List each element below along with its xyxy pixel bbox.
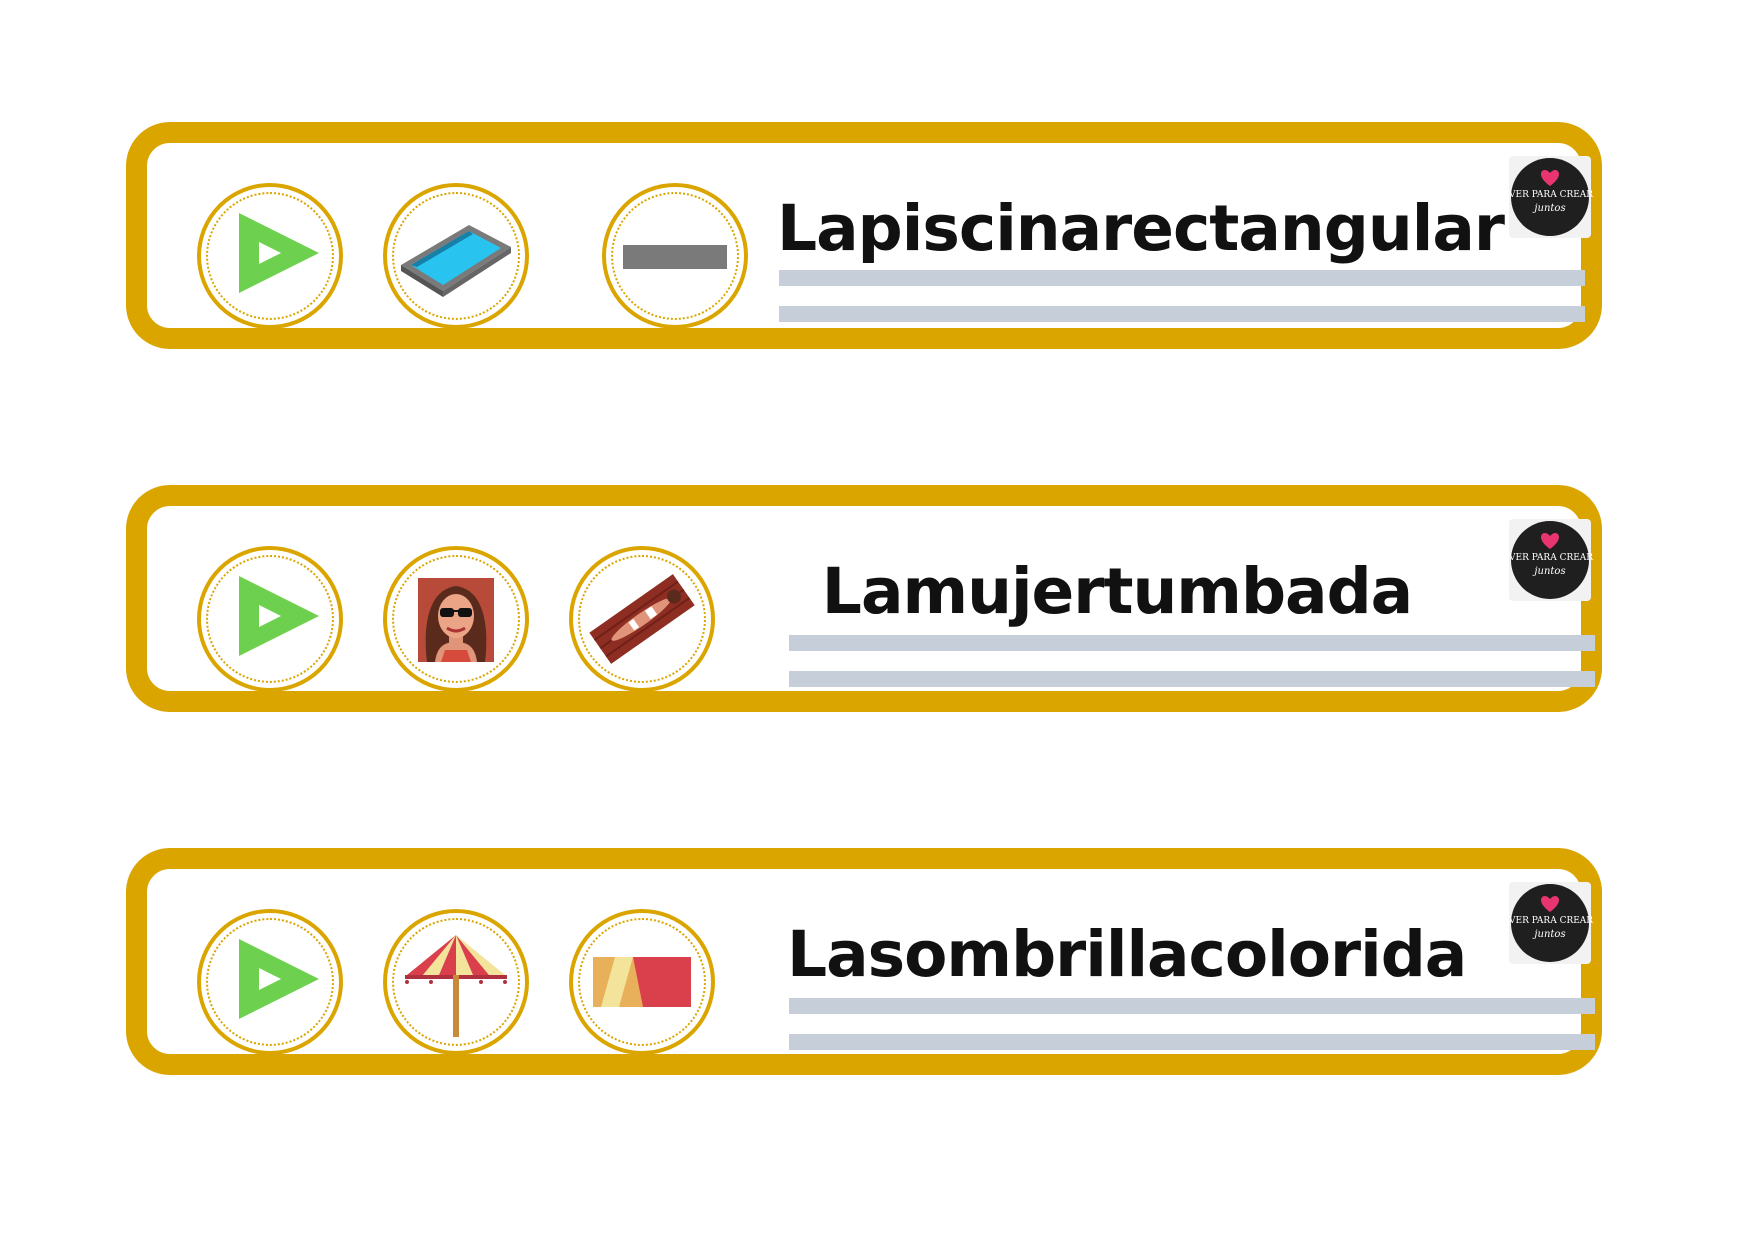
woman-portrait-icon: [418, 578, 494, 662]
brand-logo: VER PARA CREAR juntos: [1509, 519, 1594, 601]
logo-line-2: juntos: [1534, 203, 1566, 214]
rectangle-picture: [602, 183, 748, 329]
pool-picture: [383, 183, 529, 329]
word-card-2: Lamujertumbada VER PARA CREAR juntos: [126, 485, 1602, 712]
woman-lying-picture: [569, 546, 715, 692]
word-card-3: Lasombrillacolorida VER PARA CREAR junto…: [126, 848, 1602, 1075]
writing-line: [789, 1034, 1595, 1050]
play-button[interactable]: [197, 183, 343, 329]
brand-logo: VER PARA CREAR juntos: [1509, 882, 1594, 964]
writing-line: [779, 270, 1585, 286]
card-title: Lasombrillacolorida: [787, 918, 1467, 991]
logo-line-1: VER PARA CREAR: [1509, 190, 1594, 200]
play-button[interactable]: [197, 546, 343, 692]
rectangle-icon: [623, 245, 727, 269]
play-icon: [239, 939, 319, 1019]
striped-fabric-picture: [569, 909, 715, 1055]
logo-badge-icon: [1511, 521, 1589, 599]
brand-logo: VER PARA CREAR juntos: [1509, 156, 1594, 238]
writing-line: [779, 306, 1585, 322]
logo-line-2: juntos: [1534, 566, 1566, 577]
logo-badge-icon: [1511, 158, 1589, 236]
play-icon: [239, 576, 319, 656]
writing-line: [789, 671, 1595, 687]
logo-badge-icon: [1511, 884, 1589, 962]
play-button[interactable]: [197, 909, 343, 1055]
word-card-1: Lapiscinarectangular VER PARA CREAR junt…: [126, 122, 1602, 349]
card-title: Lamujertumbada: [821, 555, 1413, 628]
play-icon: [239, 213, 319, 293]
pool-icon: [401, 225, 511, 297]
woman-lying-icon: [589, 574, 695, 664]
umbrella-icon: [405, 935, 507, 1037]
woman-portrait-picture: [383, 546, 529, 692]
umbrella-picture: [383, 909, 529, 1055]
writing-line: [789, 635, 1595, 651]
writing-line: [789, 998, 1595, 1014]
card-title: Lapiscinarectangular: [777, 192, 1505, 265]
logo-line-1: VER PARA CREAR: [1509, 553, 1594, 563]
striped-fabric-icon: [593, 957, 691, 1007]
logo-line-1: VER PARA CREAR: [1509, 916, 1594, 926]
logo-line-2: juntos: [1534, 929, 1566, 940]
